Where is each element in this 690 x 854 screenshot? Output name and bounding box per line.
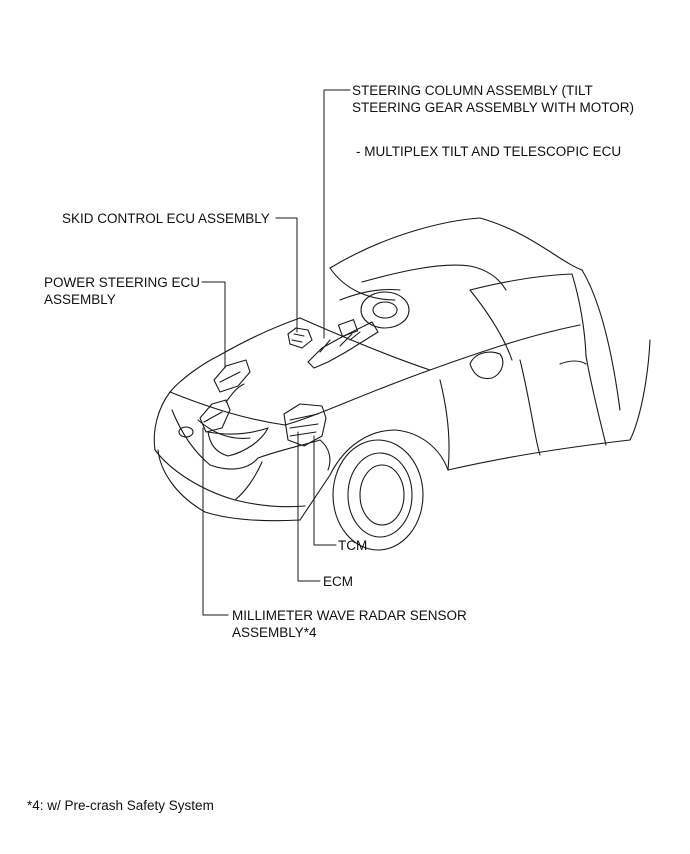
label-tcm: TCM [338, 538, 368, 553]
leader-lines [201, 89, 351, 616]
leader-radar-sensor [202, 427, 229, 616]
label-radar-sensor: MILLIMETER WAVE RADAR SENSOR ASSEMBLY*4 [232, 607, 467, 641]
label-ecm: ECM [323, 574, 353, 589]
car-illustration [153, 217, 651, 551]
leader-power-steering [201, 281, 226, 369]
label-skid-control-ecu: SKID CONTROL ECU ASSEMBLY [62, 211, 270, 226]
label-power-steering-line1: POWER STEERING ECU [44, 275, 201, 290]
leader-steering-column [323, 89, 351, 339]
steering-column-ecu-shape [337, 319, 359, 337]
label-radar-sensor-line2: ASSEMBLY*4 [232, 625, 317, 640]
radar-sensor-shape [199, 399, 231, 433]
label-steering-column-assembly: STEERING COLUMN ASSEMBLY (TILT STEERING … [352, 82, 634, 116]
leader-skid-control [275, 217, 298, 333]
leader-tcm [313, 435, 337, 546]
steering-column-shape [307, 321, 379, 369]
label-radar-sensor-line1: MILLIMETER WAVE RADAR SENSOR [232, 608, 467, 623]
label-multiplex-tilt-ecu: - MULTIPLEX TILT AND TELESCOPIC ECU [356, 144, 622, 159]
ecm-tcm-shape [283, 403, 327, 447]
label-steering-column-line1: STEERING COLUMN ASSEMBLY (TILT [352, 83, 593, 98]
label-power-steering-line2: ASSEMBLY [44, 292, 116, 307]
leader-ecm [297, 431, 321, 582]
footnote: *4: w/ Pre-crash Safety System [27, 798, 214, 813]
skid-control-ecu-shape [287, 327, 313, 349]
label-power-steering-ecu: POWER STEERING ECU ASSEMBLY [44, 274, 200, 308]
power-steering-ecu-shape [213, 359, 251, 393]
component-parts [199, 319, 379, 447]
label-steering-column-line2: STEERING GEAR ASSEMBLY WITH MOTOR) [352, 100, 635, 115]
